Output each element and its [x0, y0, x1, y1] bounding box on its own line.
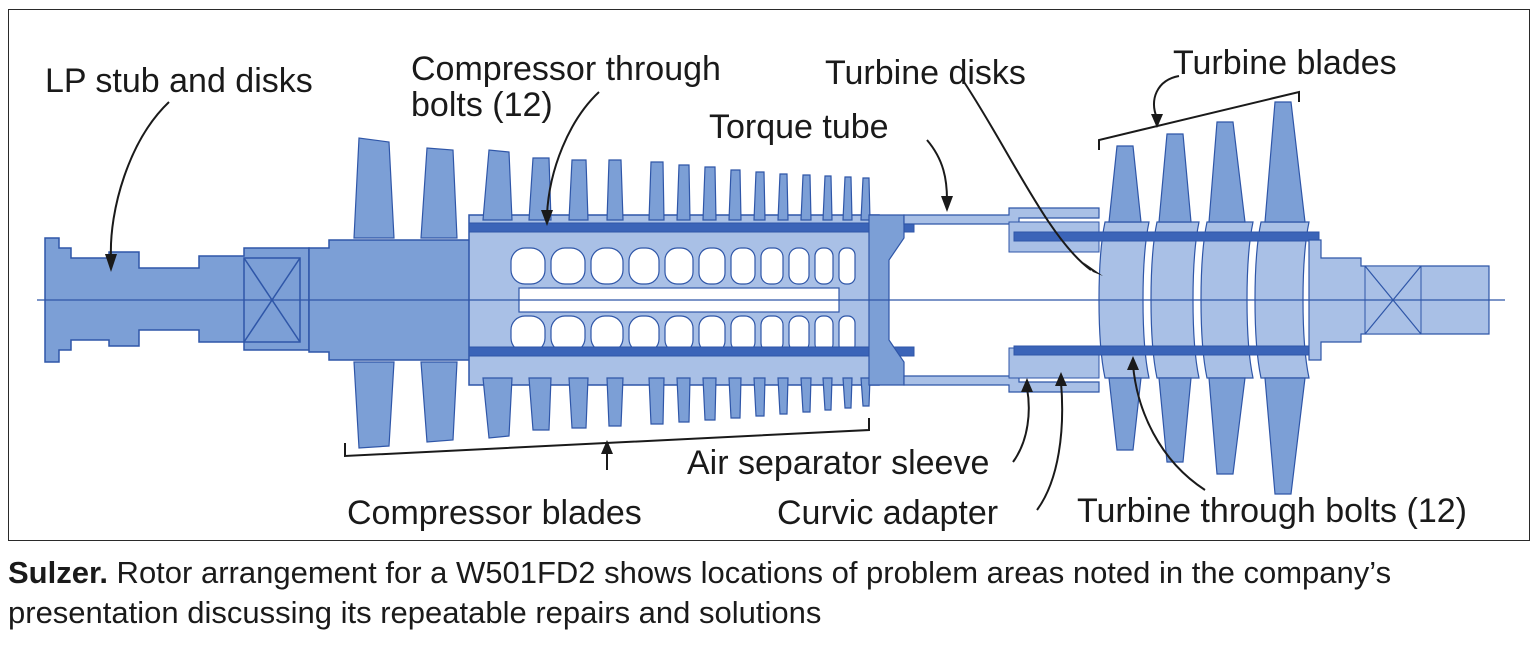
- label-compressor-blades: Compressor blades: [347, 494, 642, 532]
- turbine-blades-upper: [1108, 101, 1306, 223]
- compressor-blades-lower: [353, 361, 871, 449]
- label-compressor-bolts-line2: bolts (12): [411, 86, 553, 124]
- leader-lines: [109, 75, 1206, 511]
- arrowheads: [105, 114, 1163, 454]
- compressor-bolt-upper: [468, 222, 915, 233]
- label-turbine-bolts: Turbine through bolts (12): [1077, 492, 1467, 530]
- turbine-bolt-upper: [1013, 231, 1320, 242]
- label-curvic-adapter: Curvic adapter: [777, 494, 998, 532]
- caption-lead: Sulzer.: [8, 555, 108, 590]
- torque-tube: [903, 207, 1100, 225]
- rotor-assembly: [37, 101, 1505, 495]
- figure-caption: Sulzer. Rotor arrangement for a W501FD2 …: [8, 553, 1508, 633]
- compressor-blades-upper: [353, 137, 871, 239]
- label-turbine-blades: Turbine blades: [1173, 44, 1397, 82]
- figure-frame: LP stub and disks Compressor through bol…: [8, 9, 1530, 541]
- label-torque-tube: Torque tube: [709, 108, 889, 146]
- label-compressor-bolts-line1: Compressor through: [411, 50, 721, 88]
- label-air-separator: Air separator sleeve: [687, 444, 989, 482]
- caption-text: Rotor arrangement for a W501FD2 shows lo…: [8, 555, 1392, 630]
- turbine-blades-lower: [1108, 377, 1306, 495]
- label-turbine-disks: Turbine disks: [825, 54, 1026, 92]
- label-lp-stub: LP stub and disks: [45, 62, 313, 100]
- turbine-blades-bracket: [1098, 90, 1300, 150]
- rotor-diagram: LP stub and disks Compressor through bol…: [37, 44, 1505, 532]
- compressor-bolt-lower: [468, 346, 915, 357]
- turbine-bolt-lower: [1013, 345, 1320, 356]
